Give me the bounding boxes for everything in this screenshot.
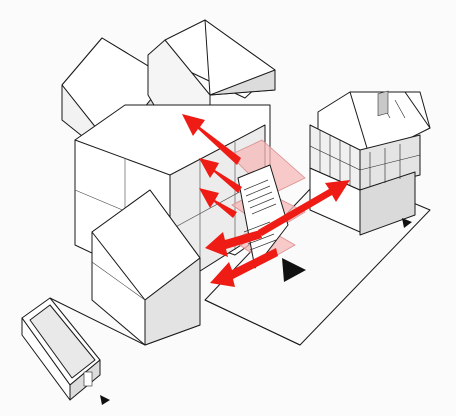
arrows-group — [182, 114, 350, 287]
front-gabled-house — [91, 189, 201, 346]
arrow-right — [258, 180, 350, 236]
low-annex — [21, 297, 146, 401]
timber-frame-house — [309, 90, 431, 236]
rear-gabled-house-right — [147, 19, 276, 116]
arrow-mid-upper — [199, 158, 242, 193]
arrow-mid-lower — [199, 188, 237, 218]
stair-core — [237, 164, 289, 269]
entrance-markers — [100, 218, 412, 405]
arrow-lower-left — [205, 230, 262, 257]
arrow-bottom-left — [210, 248, 278, 287]
entrance-marker-main — [282, 258, 306, 282]
entrance-marker-bottom — [100, 395, 110, 405]
arrow-top — [182, 114, 241, 165]
entrance-marker-right — [402, 218, 412, 228]
